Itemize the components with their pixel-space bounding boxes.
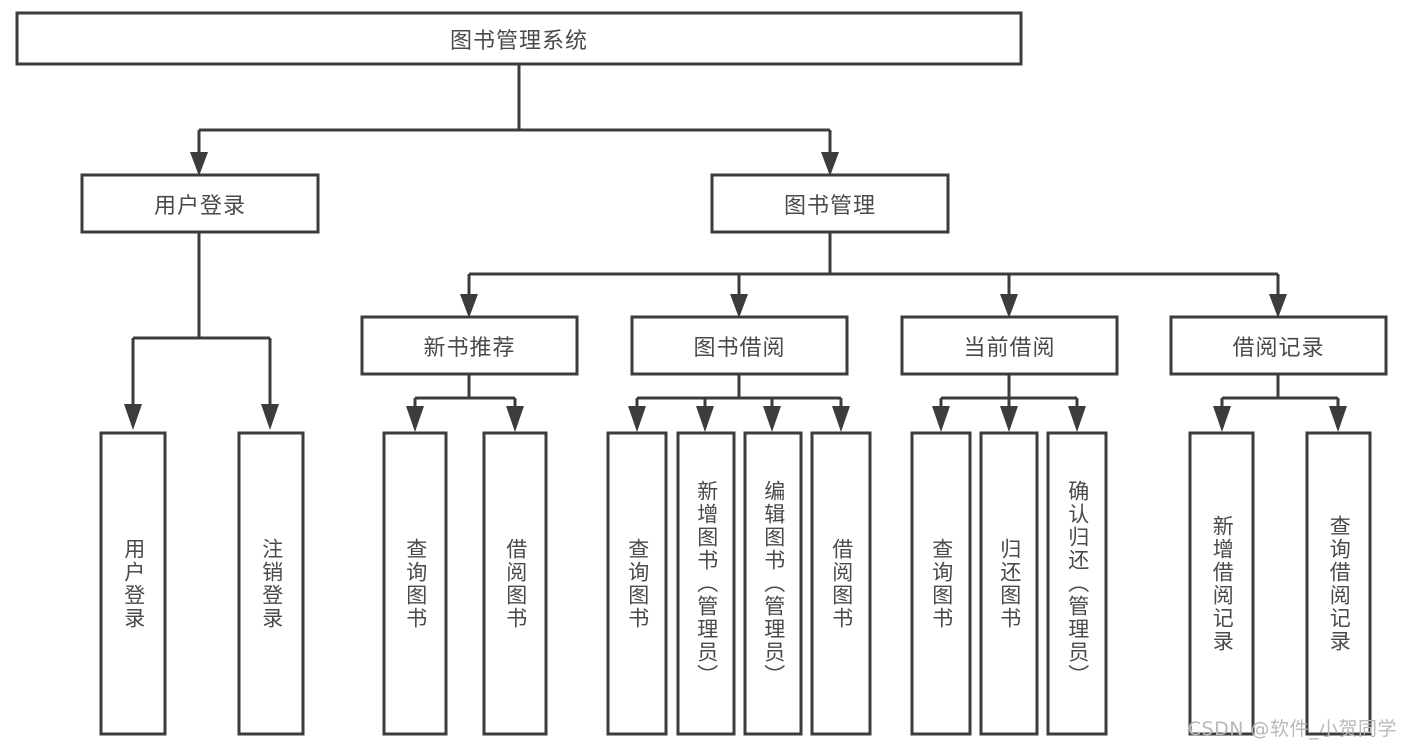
connector-root-to-level2 [190, 64, 839, 176]
connector-bookmanage-to-level3 [460, 232, 1287, 318]
node-leaf-query-book-1-box[interactable] [382, 431, 448, 736]
node-leaf-confirm-return-box[interactable] [1046, 431, 1108, 736]
node-book-borrow-box[interactable] [630, 315, 849, 376]
node-leaf-return-book-box[interactable] [979, 431, 1039, 736]
node-leaf-user-login-box[interactable] [99, 431, 167, 736]
node-new-book-recommend-box[interactable] [360, 315, 579, 376]
node-borrow-record-box[interactable] [1169, 315, 1388, 376]
connector-bookborrow-to-leaves [628, 374, 850, 432]
connector-borrowrecord-to-leaves [1213, 374, 1347, 432]
node-leaf-user-logout-box[interactable] [237, 431, 305, 736]
node-leaf-query-book-2-box[interactable] [606, 431, 668, 736]
node-leaf-query-record-box[interactable] [1305, 431, 1372, 736]
node-leaf-borrow-book-2-box[interactable] [810, 431, 872, 736]
connector-currentborrow-to-leaves [932, 374, 1086, 432]
node-leaf-query-book-3-box[interactable] [910, 431, 972, 736]
node-user-login-box[interactable] [80, 173, 320, 234]
node-leaf-add-book-box[interactable] [676, 431, 736, 736]
node-book-manage-box[interactable] [710, 173, 950, 234]
node-leaf-edit-book-box[interactable] [743, 431, 803, 736]
csdn-watermark: CSDN @软件_小贺同学 [1187, 718, 1397, 740]
node-leaf-borrow-book-1-box[interactable] [482, 431, 548, 736]
node-leaf-add-record-box[interactable] [1188, 431, 1255, 736]
node-root-box[interactable] [15, 11, 1023, 66]
connector-userlogin-to-leaves [124, 232, 279, 430]
node-current-borrow-box[interactable] [900, 315, 1119, 376]
connector-newbook-to-leaves [406, 374, 524, 432]
